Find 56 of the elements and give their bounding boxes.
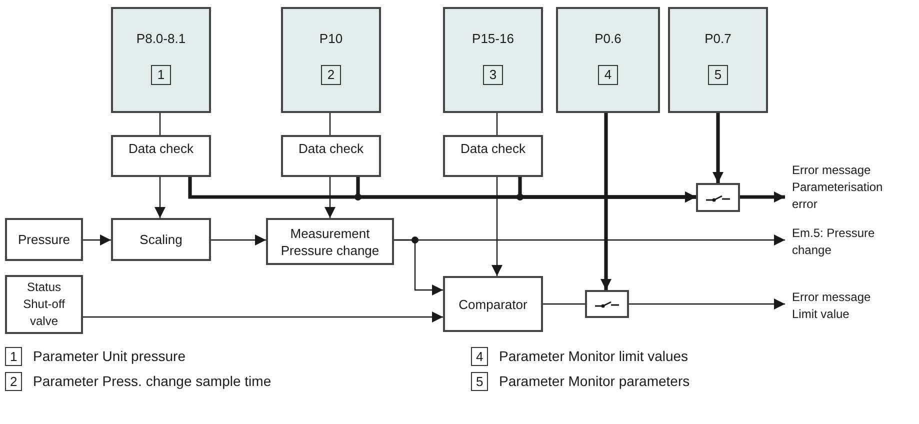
callout-number: 5 [471, 372, 488, 391]
switch-box [585, 290, 629, 318]
callout-number: 2 [5, 372, 22, 391]
parameter-code: P0.6 [594, 30, 622, 48]
legend-text: Parameter Monitor limit values [499, 347, 688, 366]
parameter-box [556, 7, 660, 113]
arrow [154, 177, 166, 218]
box-label: Data check [460, 140, 526, 157]
switch-box [696, 183, 740, 212]
process-box [443, 276, 543, 332]
process-box [5, 275, 83, 334]
arrow [83, 234, 111, 246]
callout-number: 4 [598, 64, 618, 84]
box-label: Data check [298, 140, 364, 157]
arrow [324, 177, 336, 218]
parameter-box [668, 7, 768, 113]
data-check-box [281, 135, 381, 177]
arrow [492, 177, 502, 276]
box-label: Comparator [458, 296, 528, 312]
box-label: Measurement Pressure change [280, 224, 380, 258]
box-label: Scaling [140, 231, 182, 248]
output-signal-text: Error message Parameterisation error [792, 162, 884, 212]
parameter-box [443, 7, 543, 113]
parameter-code: P10 [319, 30, 343, 48]
output-signal-text: Em.5: Pressure change [792, 225, 876, 259]
arrow [211, 234, 266, 246]
arrow [600, 113, 612, 290]
box-label: Pressure [18, 231, 70, 248]
parameter-box [111, 7, 211, 113]
process-box [111, 218, 211, 261]
legend-text: Parameter Unit pressure [33, 347, 186, 366]
callout-number: 4 [471, 347, 488, 366]
parameter-code: P0.7 [704, 30, 732, 48]
parameter-code: P8.0-8.1 [136, 30, 186, 48]
callout-number: 1 [151, 64, 171, 84]
callout-number: 5 [708, 64, 728, 84]
legend-text: Parameter Monitor parameters [499, 372, 690, 391]
arrow [394, 239, 443, 296]
arrow [83, 312, 443, 322]
parameter-code: P15-16 [472, 30, 514, 48]
arrow [740, 192, 785, 202]
data-check-box [111, 135, 211, 177]
arrow [629, 298, 785, 310]
box-label: Status Shut-off valve [22, 279, 66, 330]
arrow [712, 113, 724, 183]
legend-text: Parameter Press. change sample time [33, 372, 272, 391]
data-check-box [443, 135, 543, 177]
parameter-box [281, 7, 381, 113]
callout-number: 1 [5, 347, 22, 366]
callout-number: 2 [321, 64, 341, 84]
callout-number: 3 [483, 64, 503, 84]
process-box [266, 218, 394, 265]
output-signal-text: Error message Limit value [792, 289, 872, 323]
process-box [5, 218, 83, 261]
box-label: Data check [128, 140, 194, 157]
arrow [518, 177, 696, 202]
